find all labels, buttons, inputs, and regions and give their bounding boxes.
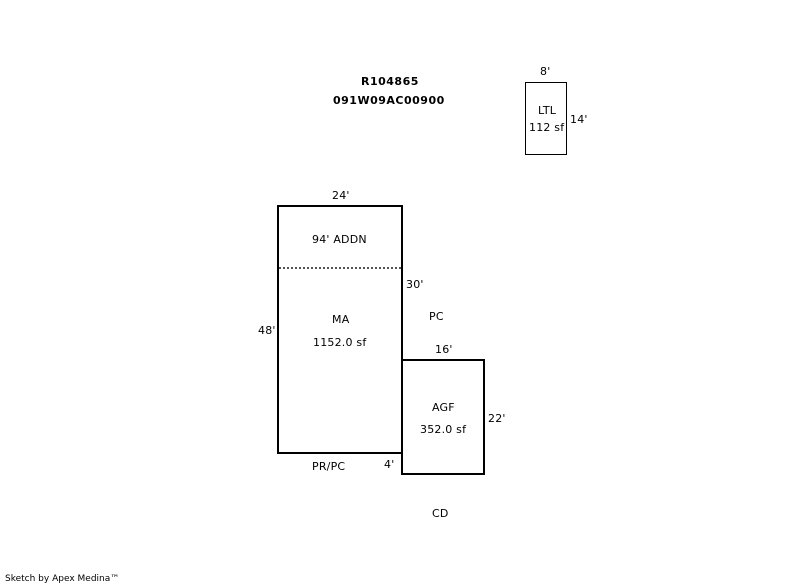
agf-outline	[401, 359, 485, 475]
ltl-label: LTL	[538, 104, 557, 117]
addition-label: 94' ADDN	[312, 233, 367, 246]
agf-height-dim: 22'	[488, 412, 506, 425]
addition-divider	[279, 267, 401, 269]
pc-label: PC	[429, 310, 444, 323]
main-area-sf: 1152.0 sf	[313, 336, 367, 349]
ltl-width-dim: 8'	[540, 65, 551, 78]
ltl-area: 112 sf	[529, 121, 565, 134]
main-area-outline	[277, 205, 403, 454]
map-number: 091W09AC00900	[333, 94, 445, 107]
agf-offset-dim: 4'	[384, 458, 395, 471]
main-area-label: MA	[332, 313, 350, 326]
agf-label: AGF	[432, 401, 455, 414]
agf-area: 352.0 sf	[420, 423, 467, 436]
agf-width-dim: 16'	[435, 343, 453, 356]
main-height-dim: 48'	[258, 324, 276, 337]
main-right-dim: 30'	[406, 278, 424, 291]
pr-pc-label: PR/PC	[312, 460, 346, 473]
cd-label: CD	[432, 507, 449, 520]
ltl-outline	[525, 82, 567, 155]
parcel-id: R104865	[361, 75, 419, 88]
sketch-credit: Sketch by Apex Medina™	[5, 574, 120, 584]
main-width-dim: 24'	[332, 189, 350, 202]
ltl-height-dim: 14'	[570, 113, 588, 126]
